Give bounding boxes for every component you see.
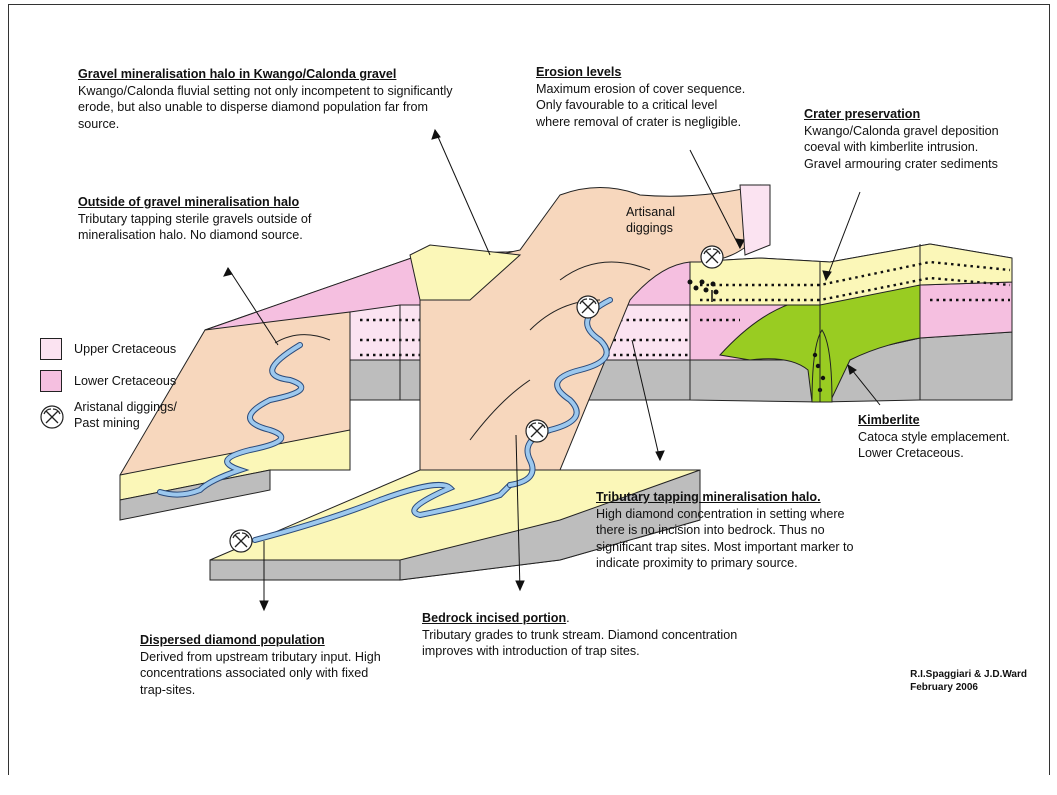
credit: R.I.Spaggiari & J.D.Ward February 2006 (910, 668, 1027, 694)
note-tributary-halo: Tributary tapping mineralisation halo. H… (596, 489, 861, 572)
note-heading: Gravel mineralisation halo in Kwango/Cal… (78, 66, 458, 83)
legend-item: Aristanal diggings/ Past mining (40, 405, 204, 431)
note-outside-halo: Outside of gravel mineralisation halo Tr… (78, 194, 378, 244)
note-body: High diamond concentration in setting wh… (596, 506, 861, 572)
pick-hammer-icon (577, 296, 599, 318)
note-erosion: Erosion levels Maximum erosion of cover … (536, 64, 751, 130)
legend-label: Lower Cretaceous (74, 370, 176, 389)
note-body: Tributary tapping sterile gravels outsid… (78, 211, 378, 244)
note-body: Maximum erosion of cover sequence. Only … (536, 81, 751, 131)
note-bedrock: Bedrock incised portion. Tributary grade… (422, 610, 782, 660)
note-dispersed: Dispersed diamond population Derived fro… (140, 632, 390, 698)
note-body: Tributary grades to trunk stream. Diamon… (422, 627, 782, 660)
right-block (690, 244, 1012, 402)
note-body: Kwango/Calonda gravel deposition coeval … (804, 123, 1014, 173)
note-kimberlite: Kimberlite Catoca style emplacement. Low… (858, 412, 1043, 462)
legend-label: Upper Cretaceous (74, 338, 176, 357)
note-body: Derived from upstream tributary input. H… (140, 649, 390, 699)
legend-item: Upper Cretaceous (40, 338, 176, 360)
note-heading: Kimberlite (858, 412, 1043, 429)
pick-hammer-icon (230, 530, 252, 552)
legend-label: Aristanal diggings/ Past mining (74, 399, 204, 431)
note-heading: Bedrock incised portion (422, 611, 566, 625)
note-body: Kwango/Calonda fluvial setting not only … (78, 83, 458, 133)
note-gravel-halo: Gravel mineralisation halo in Kwango/Cal… (78, 66, 458, 132)
pick-hammer-icon (526, 420, 548, 442)
credit-date: February 2006 (910, 681, 1027, 694)
legend-swatch-upper-cretaceous (40, 338, 62, 360)
note-crater: Crater preservation Kwango/Calonda grave… (804, 106, 1014, 172)
pick-hammer-icon (40, 405, 64, 429)
note-heading: Crater preservation (804, 106, 1014, 123)
note-heading: Tributary tapping mineralisation halo. (596, 489, 861, 506)
legend-item: Lower Cretaceous (40, 370, 176, 392)
legend-swatch-lower-cretaceous (40, 370, 62, 392)
note-body: Catoca style emplacement. Lower Cretaceo… (858, 429, 1043, 462)
note-heading: Dispersed diamond population (140, 632, 390, 649)
pick-hammer-icon (701, 246, 723, 268)
note-heading: Outside of gravel mineralisation halo (78, 194, 378, 211)
note-heading: Erosion levels (536, 64, 751, 81)
artisanal-diggings-label: Artisanal diggings (626, 204, 701, 236)
credit-authors: R.I.Spaggiari & J.D.Ward (910, 668, 1027, 681)
note-heading-suffix: . (566, 611, 570, 625)
